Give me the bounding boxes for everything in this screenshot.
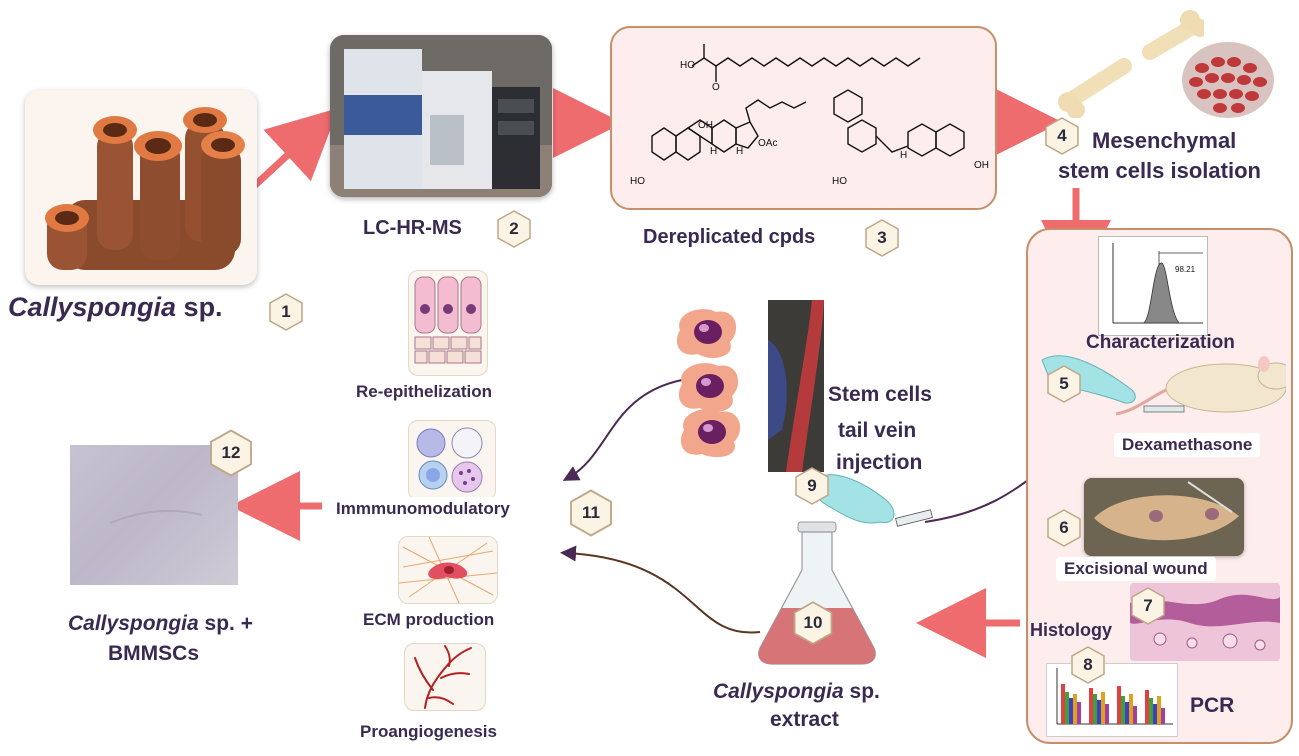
badge-2: 2 <box>494 209 534 249</box>
flow-value: 98.21 <box>1175 265 1196 274</box>
proangiogenesis-label: Proangiogenesis <box>352 720 505 744</box>
extract-label-line1: Callyspongia sp. <box>713 680 880 704</box>
dereplicated-label: Dereplicated cpds <box>643 226 816 248</box>
lcms-instrument-image <box>330 35 552 197</box>
compounds-panel: HO O OAc HO H H OH HO OH H <box>610 26 997 210</box>
immunomodulatory-label: Immmunomodulatory <box>328 497 518 521</box>
excisional-wound-image <box>1084 478 1244 556</box>
badge-5-num: 5 <box>1059 374 1069 393</box>
stem-cells-line2: tail vein <box>838 419 917 442</box>
lcms-label: LC-HR-MS <box>363 217 462 239</box>
msc-label-line2: stem cells isolation <box>1058 158 1261 183</box>
badge-3-num: 3 <box>877 228 887 247</box>
chem-ho-2: HO <box>630 176 645 187</box>
pcr-chart-image <box>1046 663 1178 737</box>
chem-oh-1: OH <box>974 160 989 171</box>
bone-marrow-cells-icon <box>1182 42 1274 118</box>
extract-suffix: sp. <box>843 680 880 703</box>
badge-8: 8 <box>1068 645 1108 685</box>
curve-10-to-11 <box>560 545 761 634</box>
badge-1: 1 <box>266 292 306 332</box>
lcms-illustration <box>330 35 552 197</box>
result-label-line2: BMMSCs <box>108 642 200 665</box>
sponge-image <box>25 90 257 285</box>
chem-oac: OAc <box>758 138 778 149</box>
proangiogenesis-icon <box>404 643 486 711</box>
chem-ho-1: HO <box>680 60 695 71</box>
badge-11-num: 11 <box>582 503 600 522</box>
arrow-1-2 <box>250 108 339 190</box>
extract-genus: Callyspongia <box>713 680 844 703</box>
sponge-genus: Callyspongia <box>8 292 177 322</box>
histogram-svg <box>1112 243 1203 324</box>
result-genus: Callyspongia <box>68 612 199 635</box>
flow-cytometry-chart: 98.21 <box>1098 236 1208 336</box>
re-epithelization-icon <box>408 270 488 376</box>
ecm-production-label: ECM production <box>355 608 503 632</box>
msc-label-line1: Mesenchymal <box>1092 128 1237 153</box>
badge-1-num: 1 <box>281 302 291 321</box>
result-suffix: sp. + <box>198 612 253 635</box>
stem-cells-line1: Stem cells <box>828 383 932 406</box>
chem-h-2: H <box>900 150 908 161</box>
immunomodulatory-icon <box>408 420 496 500</box>
badge-4-num: 4 <box>1057 126 1067 145</box>
badge-9-num: 9 <box>807 476 817 495</box>
chem-h-3: H <box>736 146 744 157</box>
re-epithelization-label: Re-epithelization <box>348 380 501 404</box>
stem-cells-illustration <box>676 309 741 458</box>
badge-8-num: 8 <box>1083 655 1093 674</box>
compound-structures <box>651 44 965 161</box>
chem-oh-2: OH <box>698 120 713 131</box>
excisional-wound-label: Excisional wound <box>1056 557 1216 581</box>
pcr-label: PCR <box>1190 694 1235 717</box>
badge-10: 10 <box>790 600 836 646</box>
badge-2-num: 2 <box>509 219 519 238</box>
badge-10-num: 10 <box>803 613 823 632</box>
badge-12-num: 12 <box>221 443 241 462</box>
characterization-label: Characterization <box>1086 332 1235 353</box>
sponge-label: Callyspongia sp. <box>8 292 223 323</box>
badge-7-num: 7 <box>1143 596 1153 615</box>
sponge-illustration <box>45 107 245 270</box>
badge-7: 7 <box>1128 586 1168 626</box>
healed-skin-photo <box>70 445 238 585</box>
injection-hand-icon <box>813 474 933 527</box>
histology-label: Histology <box>1030 620 1113 640</box>
badge-11: 11 <box>566 488 616 538</box>
curve-cells-to-11 <box>562 379 683 481</box>
badge-4: 4 <box>1042 116 1082 156</box>
stem-cells-line3: injection <box>836 451 923 474</box>
result-label-line1: Callyspongia sp. + <box>68 612 253 636</box>
rat-tail-photo <box>768 300 824 472</box>
dexamethasone-label: Dexamethasone <box>1114 433 1261 457</box>
sponge-suffix: sp. <box>176 292 223 322</box>
badge-6-num: 6 <box>1059 518 1069 537</box>
badge-12: 12 <box>206 428 256 478</box>
chem-ome: O <box>712 82 720 93</box>
ecm-production-icon <box>398 536 498 604</box>
badge-6: 6 <box>1044 508 1084 548</box>
chem-ho-3: HO <box>832 176 847 187</box>
badge-5: 5 <box>1044 364 1084 404</box>
extract-label-line2: extract <box>770 708 839 731</box>
bone-icon <box>1058 10 1204 118</box>
badge-9: 9 <box>792 466 832 506</box>
chem-h-1: H <box>710 146 718 157</box>
badge-3: 3 <box>862 218 902 258</box>
